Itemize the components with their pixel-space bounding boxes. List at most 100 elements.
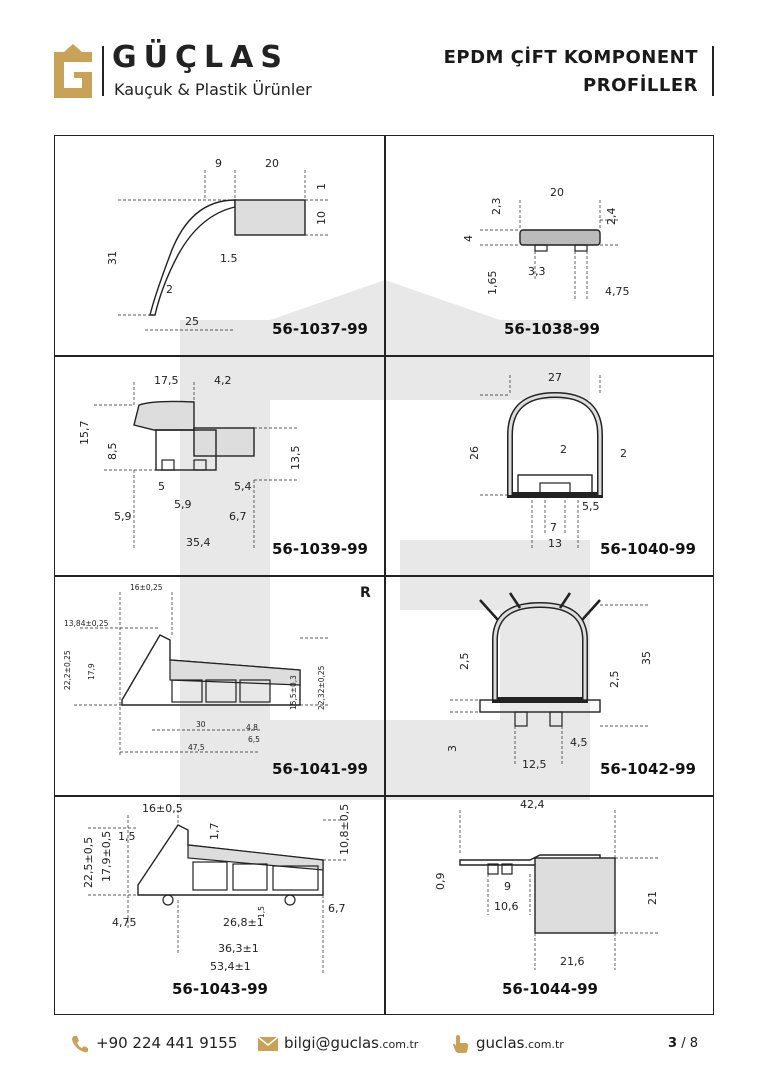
dim-text: 21,6 <box>560 955 585 968</box>
title-divider <box>712 46 714 96</box>
dim-text: 4,75 <box>112 916 137 929</box>
dim-text: 4,8 <box>246 723 258 732</box>
footer-website[interactable]: guclas.com.tr <box>476 1034 564 1052</box>
dim-text: 47,5 <box>188 743 205 752</box>
dim-text: 7 <box>550 521 557 534</box>
product-code: 56-1044-99 <box>502 980 598 998</box>
profile-drawing-1042: 2,5 35 2,5 3 4,5 12,5 <box>446 592 653 770</box>
brand-name: GÜÇLAS <box>112 40 289 75</box>
dim-text: 31 <box>106 251 119 265</box>
pointer-hand-icon <box>453 1035 469 1053</box>
footer-phone[interactable]: +90 224 441 9155 <box>96 1034 238 1052</box>
mail-icon <box>258 1037 278 1051</box>
variant-tag: R <box>360 585 371 601</box>
dim-text: 21 <box>646 891 659 905</box>
dim-text: 6,5 <box>248 735 260 744</box>
footer-email-main: bilgi@guclas <box>284 1034 379 1052</box>
dim-text: 20 <box>550 186 564 199</box>
dim-text: 42,4 <box>520 800 545 811</box>
dim-text: 35,4 <box>186 536 211 549</box>
dim-text: 53,4±1 <box>210 960 251 973</box>
grid-row-divider-1 <box>54 355 714 357</box>
dim-text: 3 <box>446 745 459 752</box>
dim-text: 1,7 <box>208 823 221 841</box>
dim-text: 22,32±0,25 <box>317 665 326 710</box>
dim-text: 2,3 <box>490 198 503 216</box>
page-number: 3 / 8 <box>668 1036 698 1051</box>
dim-text: 15,5±0,3 <box>289 675 298 710</box>
dim-text: 5,9 <box>114 510 132 523</box>
dim-text: 4,2 <box>214 374 232 387</box>
dim-text: 9 <box>504 880 511 893</box>
brand-tagline: Kauçuk & Plastik Ürünler <box>114 80 312 99</box>
footer-website-main: guclas <box>476 1034 525 1052</box>
product-code: 56-1038-99 <box>504 320 600 338</box>
dim-text: 1.5 <box>220 252 238 265</box>
dim-text: 2 <box>560 443 567 456</box>
page-title: EPDM ÇİFT KOMPONENT PROFİLLER <box>444 44 698 100</box>
product-code: 56-1039-99 <box>272 540 368 558</box>
dim-text: 26,8±1 <box>223 916 264 929</box>
dim-text: 36,3±1 <box>218 942 259 955</box>
profile-drawing-1040: 27 26 2 2 5,5 7 13 <box>468 371 627 550</box>
profile-drawing-1037: 9 20 1 10 31 1.5 2 25 <box>106 157 330 331</box>
dim-text: 2,5 <box>608 671 621 689</box>
product-code: 56-1040-99 <box>600 540 696 558</box>
dim-text: 25 <box>185 315 199 328</box>
dim-text: 3,3 <box>528 265 546 278</box>
profile-drawing-1044: 42,4 0,9 9 10,6 21 21,6 <box>434 800 660 970</box>
dim-text: 26 <box>468 446 481 460</box>
dim-text: 6,7 <box>229 510 247 523</box>
profile-drawing-1043: 16±0,5 1,5 1,7 22,5±0,5 17,9±0,5 10,8±0,… <box>82 802 351 975</box>
dim-text: 16±0,25 <box>130 583 163 592</box>
profile-drawing-1041: 16±0,25 13,84±0,25 22,2±0,25 17,9 15,5±0… <box>63 583 330 755</box>
dim-text: 2,4 <box>605 208 618 226</box>
dim-text: 2 <box>166 283 173 296</box>
dim-text: 12,5 <box>522 758 547 770</box>
page-total: 8 <box>689 1036 698 1051</box>
product-code: 56-1041-99 <box>272 760 368 778</box>
phone-icon <box>72 1036 88 1053</box>
dim-text: 13,5 <box>289 446 302 471</box>
dim-text: 1,65 <box>486 271 499 296</box>
dim-text: 10,6 <box>494 900 519 913</box>
page-title-line1: EPDM ÇİFT KOMPONENT <box>443 47 698 68</box>
dim-text: 5,9 <box>174 498 192 511</box>
dim-text: 17,9±0,5 <box>100 831 113 882</box>
dim-text: 22,2±0,25 <box>63 650 72 690</box>
brand-divider <box>102 46 104 96</box>
footer-website-suffix: .com.tr <box>524 1038 564 1051</box>
dim-text: 13 <box>548 537 562 550</box>
footer-email[interactable]: bilgi@guclas.com.tr <box>284 1034 418 1052</box>
dim-text: 10 <box>315 211 328 225</box>
dim-text: 13,84±0,25 <box>64 619 109 628</box>
dim-text: 9 <box>215 157 222 170</box>
brand-logo-icon <box>54 44 92 98</box>
dim-text: 1,5 <box>118 830 136 843</box>
dim-text: 6,7 <box>328 902 346 915</box>
dim-text: 10,8±0,5 <box>338 804 351 855</box>
dim-text: 8,5 <box>106 443 119 461</box>
dim-text: 4,75 <box>605 285 630 298</box>
profile-drawing-1039: 17,5 4,2 15,7 8,5 13,5 5 5,4 5,9 5,9 6,7… <box>78 374 302 550</box>
dim-text: 17,5 <box>154 374 179 387</box>
dim-text: 2,5 <box>458 653 471 671</box>
product-code: 56-1037-99 <box>272 320 368 338</box>
grid-row-divider-3 <box>54 795 714 797</box>
grid-row-divider-2 <box>54 575 714 577</box>
dim-text: 5 <box>158 480 165 493</box>
dim-text: 2 <box>620 447 627 460</box>
dim-text: 1,5 <box>257 906 266 918</box>
dim-text: 1 <box>315 183 328 190</box>
page-current: 3 <box>668 1036 678 1051</box>
product-code: 56-1042-99 <box>600 760 696 778</box>
dim-text: 4 <box>462 235 475 242</box>
dim-text: 0,9 <box>434 873 447 891</box>
footer-email-suffix: .com.tr <box>379 1038 419 1051</box>
dim-text: 16±0,5 <box>142 802 183 815</box>
dim-text: 22,5±0,5 <box>82 837 95 888</box>
dim-text: 4,5 <box>570 736 588 749</box>
page-separator: / <box>681 1036 686 1051</box>
dim-text: 27 <box>548 371 562 384</box>
dim-text: 20 <box>265 157 279 170</box>
